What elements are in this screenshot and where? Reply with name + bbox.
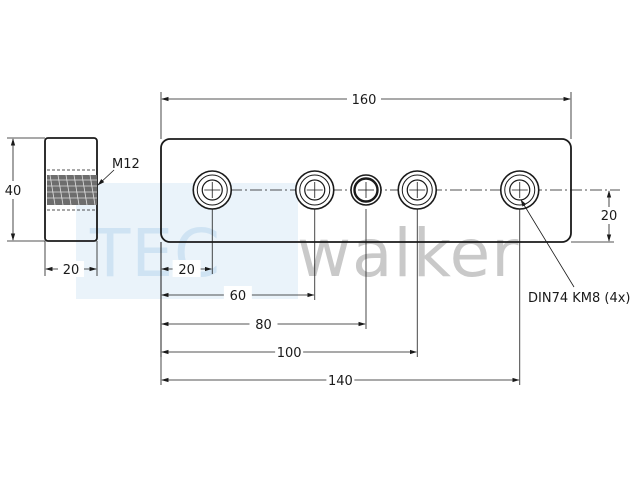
thread-label: M12 xyxy=(112,157,140,172)
hole-dimension-label: 80 xyxy=(255,318,272,333)
watermark: TEC walker xyxy=(76,183,519,299)
side-height-label-bg xyxy=(2,181,24,199)
watermark-left-text: TEC xyxy=(89,215,221,292)
hole-60 xyxy=(294,170,335,210)
hole-group xyxy=(192,170,540,210)
hole-dimension-label: 140 xyxy=(328,374,353,389)
front-view: 160 20 20 60 80 100 140 DIN74 KM8 (4x) xyxy=(160,90,631,389)
hole-position-dimension: 140 xyxy=(160,209,521,389)
hole-dimensions: 20 60 80 100 140 xyxy=(160,209,521,389)
countersink-ring xyxy=(299,174,331,206)
hole-dimension-label: 60 xyxy=(230,289,247,304)
countersink-ring xyxy=(504,174,536,206)
length-label: 160 xyxy=(352,93,377,108)
thread-hatching xyxy=(47,174,97,206)
hole-height-label-bg xyxy=(597,207,621,224)
countersink-bore xyxy=(304,179,326,201)
hole-dimension-label-bg xyxy=(249,315,278,332)
callout-leader xyxy=(520,199,575,288)
countersink-ring xyxy=(401,174,433,206)
hole-dimension-label-bg xyxy=(326,371,355,388)
hole-20 xyxy=(192,170,233,210)
hole-dimension-label-bg xyxy=(172,260,201,277)
countersink-bore xyxy=(406,179,428,201)
hole-dimension-label: 20 xyxy=(178,263,195,278)
hole-80 xyxy=(350,174,382,206)
watermark-backdrop xyxy=(76,183,298,299)
callout-label: DIN74 KM8 (4x) xyxy=(528,291,631,306)
countersink-bore xyxy=(509,179,531,201)
hole-position-dimension: 60 xyxy=(160,209,316,304)
threaded-hole-inner xyxy=(353,177,379,203)
thread-leader xyxy=(97,169,115,186)
side-width-label: 20 xyxy=(63,263,80,278)
side-view: 40 20 M12 xyxy=(2,137,140,278)
side-width-label-bg xyxy=(58,261,84,277)
hole-dimension-label-bg xyxy=(275,343,304,360)
hole-height-label: 20 xyxy=(601,209,618,224)
hole-dimension-label-bg xyxy=(223,286,252,303)
hole-position-dimension: 20 xyxy=(160,209,213,278)
hole-dimension-label: 100 xyxy=(277,346,302,361)
hole-140 xyxy=(499,170,540,210)
countersink-bore xyxy=(201,179,223,201)
watermark-right-text: walker xyxy=(297,215,519,292)
side-height-label: 40 xyxy=(5,184,22,199)
hole-100 xyxy=(397,170,438,210)
length-label-bg xyxy=(347,90,381,108)
countersink-ring xyxy=(196,174,228,206)
